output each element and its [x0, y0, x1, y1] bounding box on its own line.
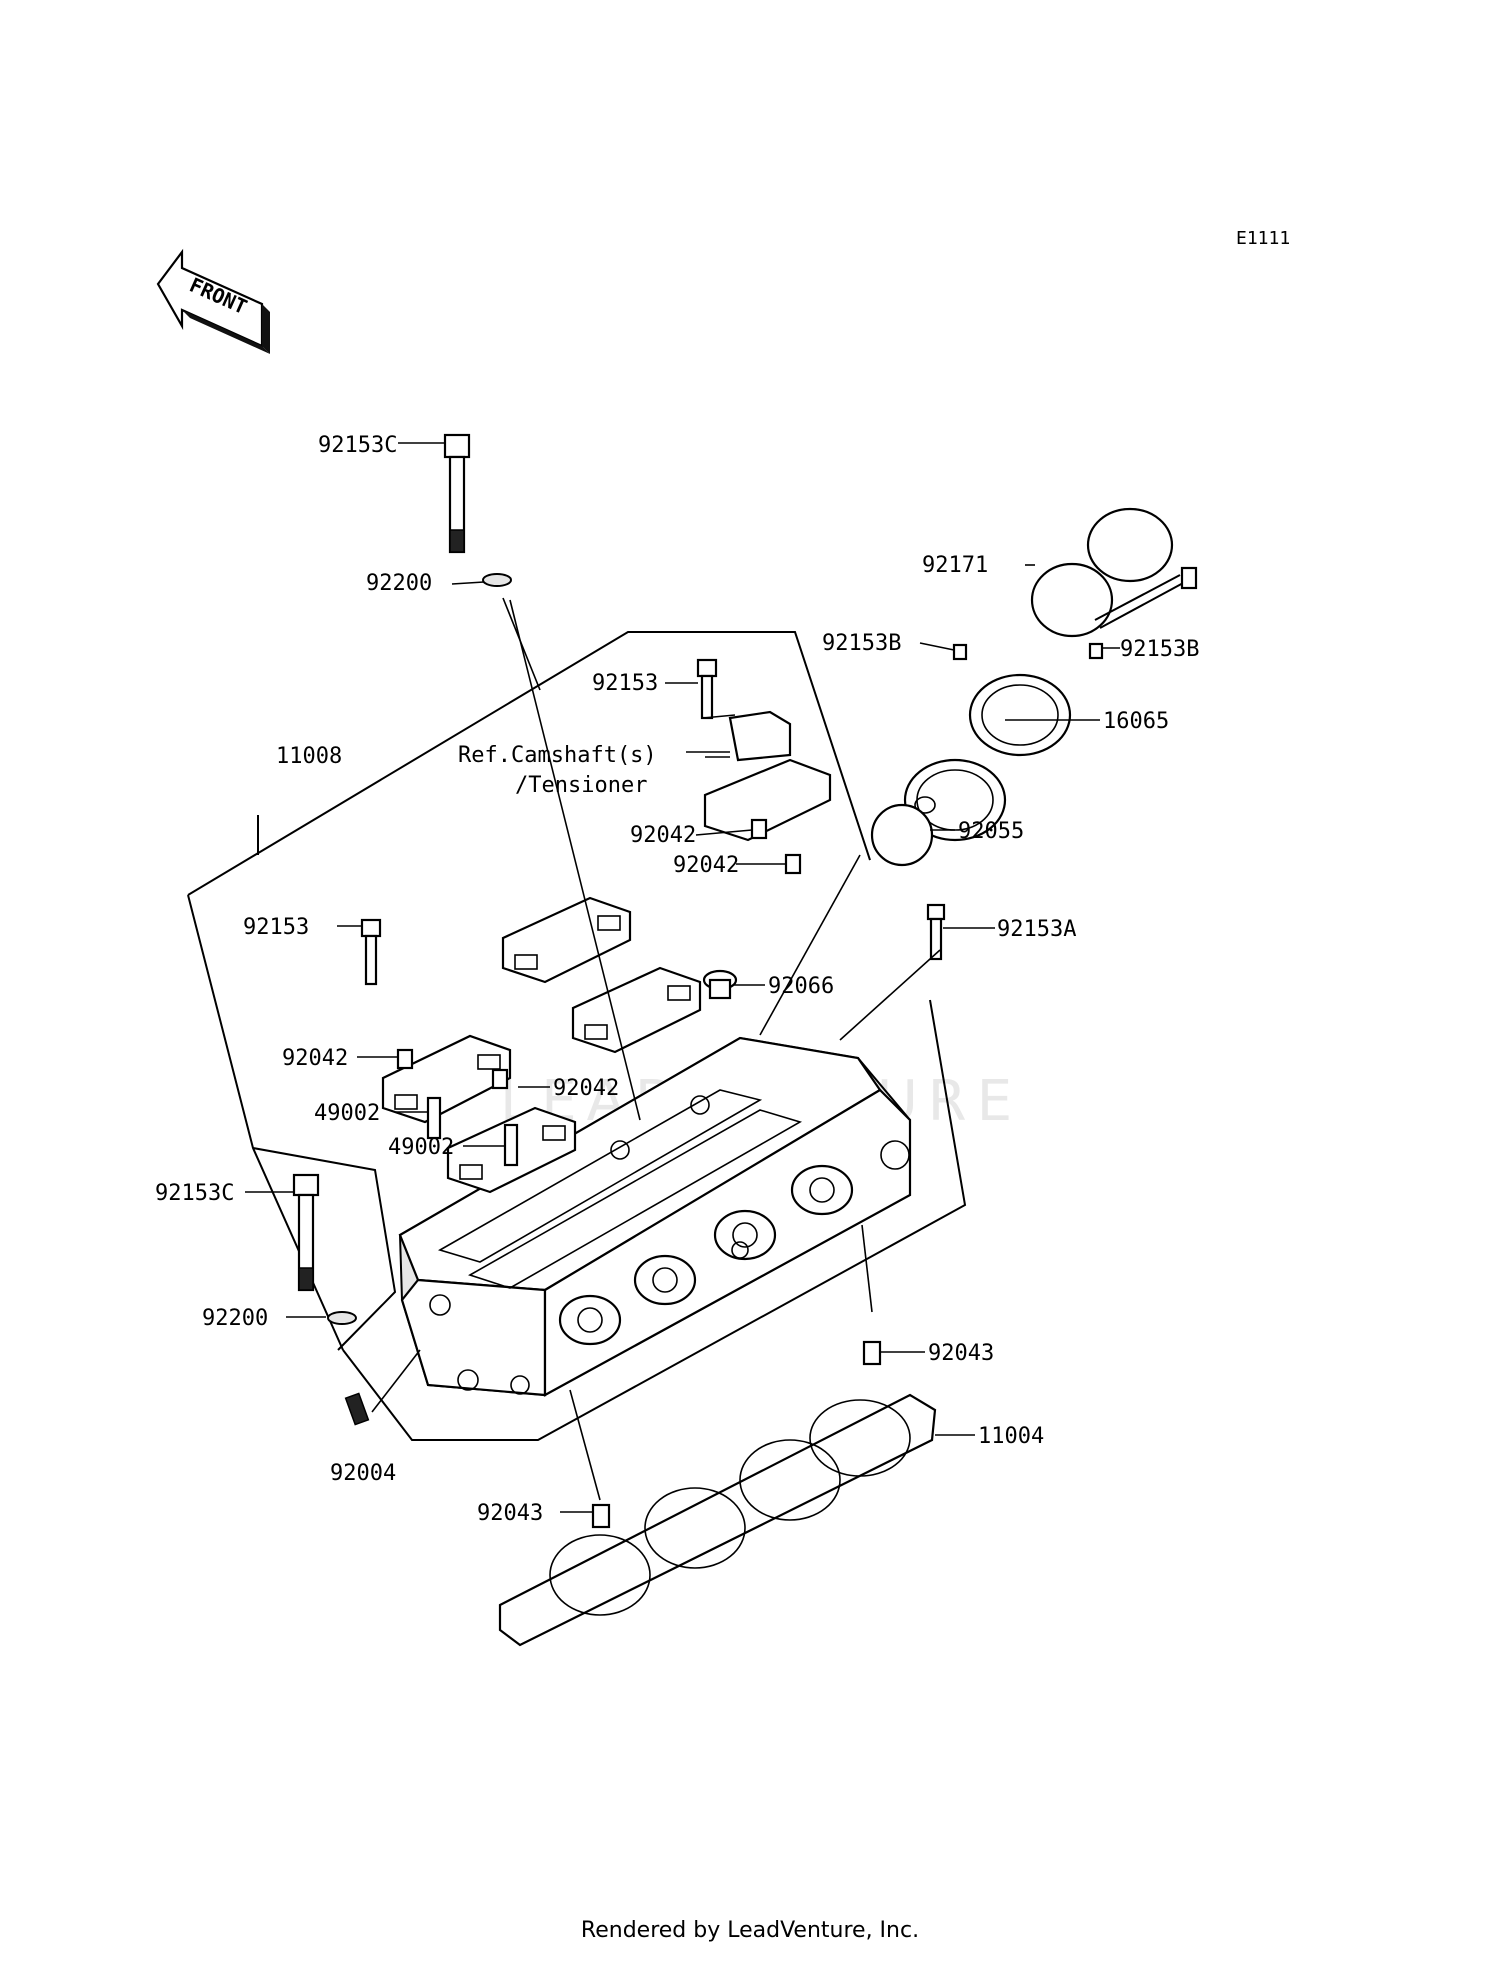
callout-label: 92171 [922, 553, 988, 578]
reference-note: Ref.Camshaft(s) /Tensioner [458, 743, 730, 798]
callout-label: 92153 [243, 915, 309, 940]
valve-guides [426, 1096, 519, 1167]
callout-label: 92066 [768, 974, 834, 999]
clamps-92171 [1030, 507, 1198, 638]
callout-label: 92153B [822, 631, 901, 656]
bolt-92153-cap-b [360, 918, 382, 986]
diagram-code: E1111 [1236, 228, 1290, 249]
callout-label: 92153 [592, 671, 658, 696]
callout-label: 92153C [318, 433, 397, 458]
bolt-92153a [926, 903, 946, 961]
intake-holders-16065 [903, 673, 1072, 842]
callout-label: 92042 [630, 823, 696, 848]
cam-cap [381, 1034, 512, 1124]
reference-note-line2: /Tensioner [515, 773, 647, 798]
callout-label: 92042 [282, 1046, 348, 1071]
screws-92153b [952, 642, 1104, 661]
callout-label: 92153A [997, 917, 1076, 942]
stud-92004 [344, 1392, 370, 1426]
cylinder-head [398, 1036, 912, 1397]
callout-label: 49002 [388, 1135, 454, 1160]
callout-label: 11004 [978, 1424, 1044, 1449]
callout-label: 92055 [958, 819, 1024, 844]
footer-credit: Rendered by LeadVenture, Inc. [580, 1918, 920, 1943]
washer-92200-bottom [327, 1311, 357, 1325]
callout-label: 16065 [1103, 709, 1169, 734]
callout-label: 92004 [330, 1461, 396, 1486]
cam-cap [571, 966, 702, 1054]
callout-label: 92200 [366, 571, 432, 596]
callout-label: 92043 [928, 1341, 994, 1366]
oil-plug-92066 [702, 969, 738, 1000]
reference-note-line1: Ref.Camshaft(s) [458, 743, 657, 768]
callout-label: 92042 [553, 1076, 619, 1101]
head-bolt-92153c-bottom [292, 1173, 320, 1292]
head-gasket-11004 [498, 1393, 937, 1647]
cam-cap-upper [703, 710, 832, 842]
o-ring-92055 [870, 803, 934, 867]
callout-label: 92153B [1120, 637, 1199, 662]
callout-label: 92200 [202, 1306, 268, 1331]
washer-92200-top [482, 573, 512, 587]
bolt-92153-cap-a [696, 658, 718, 720]
callout-label: 49002 [314, 1101, 380, 1126]
cam-cap [501, 896, 632, 984]
front-arrow-icon: FRONT [156, 248, 270, 354]
dowels [396, 818, 882, 1529]
callout-label: 92153C [155, 1181, 234, 1206]
callout-label: 92042 [673, 853, 739, 878]
callout-label: 11008 [276, 744, 342, 769]
callout-label: 92043 [477, 1501, 543, 1526]
callout-labels: 92153C 92200 92153 11008 92042 92042 921… [155, 433, 1199, 1526]
head-bolt-92153c-top [443, 433, 471, 554]
leader-lines [245, 442, 1120, 1513]
